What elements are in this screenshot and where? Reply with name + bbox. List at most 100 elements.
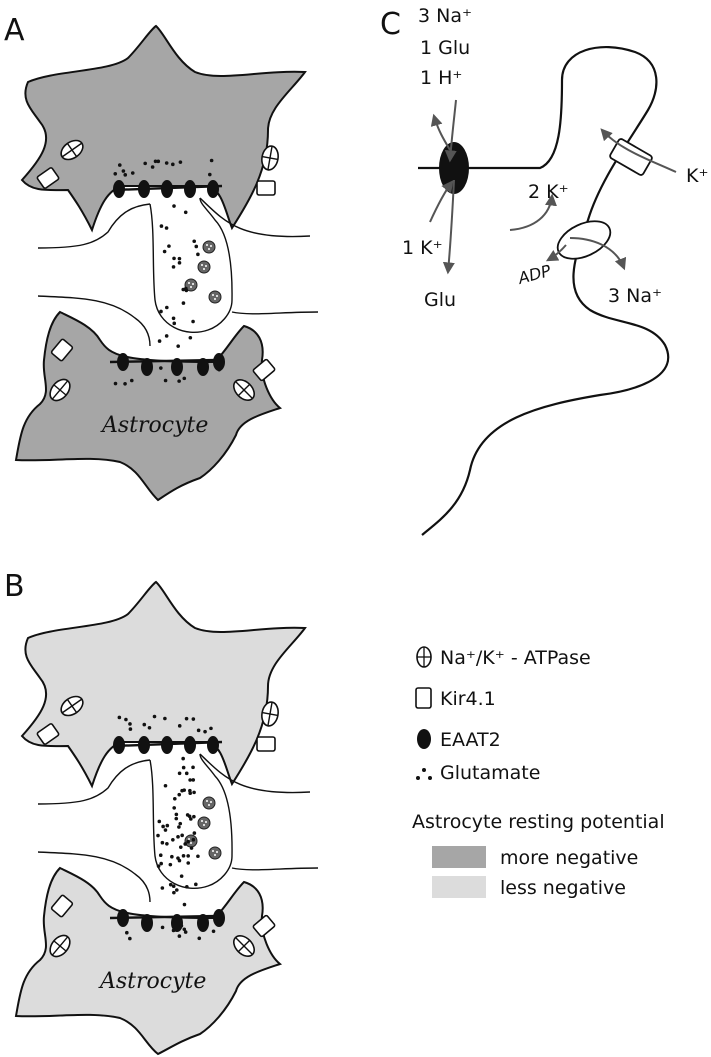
arrow-eaat-k <box>429 180 454 223</box>
glutamate-dot <box>194 244 199 249</box>
legend-item-more-negative: more negative <box>432 846 638 869</box>
legend-label-na-k-atpase: Na⁺/K⁺ - ATPase <box>440 647 591 669</box>
cleft-left-edge-a <box>149 197 233 334</box>
glutamate-dot <box>179 874 184 878</box>
glutamate-dot <box>163 716 167 721</box>
glutamate-dot <box>164 334 169 338</box>
glutamate-dot <box>192 814 196 819</box>
lower-astrocyte-a <box>14 310 283 502</box>
glutamate-dot <box>192 239 197 244</box>
eaat2-icon <box>207 180 219 198</box>
vesicle-icon <box>208 290 222 304</box>
neuron-outline-b-top <box>37 759 151 805</box>
glutamate-dot <box>184 716 189 721</box>
glutamate-dot <box>129 378 134 383</box>
glutamate-dot <box>182 902 187 907</box>
glutamate-dot <box>117 715 122 720</box>
glutamate-dot <box>209 158 214 163</box>
neuron-outline-a-right <box>199 197 311 238</box>
glutamate-dot <box>153 159 158 164</box>
glutamate-dot <box>128 936 132 941</box>
neuron-outline-b-bottom <box>37 851 151 903</box>
eaat-in-h: 1 H⁺ <box>420 67 462 89</box>
eaat2-icon <box>184 736 196 754</box>
eaat2-icon <box>138 736 150 754</box>
eaat-out-glu: Glu <box>424 289 456 311</box>
glutamate-dot <box>177 825 181 829</box>
glutamate-dot <box>159 366 163 370</box>
glutamate-dot <box>177 261 182 265</box>
glutamate-dot <box>125 930 129 935</box>
glutamate-dot <box>191 765 195 770</box>
kir-ion: K⁺ <box>686 165 709 187</box>
eaat2-icon <box>141 914 153 932</box>
eaat2-icon <box>113 180 125 198</box>
glutamate-dot <box>174 816 179 821</box>
glutamate-dot <box>164 226 169 230</box>
glutamate-dot <box>188 335 193 340</box>
glutamate-dot <box>147 725 152 730</box>
glutamate-dot <box>143 161 147 166</box>
eaat-out-k: 1 K⁺ <box>402 237 443 259</box>
glutamate-dot <box>142 722 147 727</box>
glutamate-dot <box>196 728 201 733</box>
glutamate-dot <box>168 862 173 867</box>
glutamate-dot <box>192 831 197 835</box>
glutamate-dot <box>158 853 163 858</box>
glutamate-dot <box>123 173 128 177</box>
vesicle-icon <box>208 846 222 860</box>
glutamate-dot <box>171 316 176 321</box>
eaat2-icon <box>417 729 431 749</box>
neuron-outline-a-top <box>37 203 151 249</box>
legend-potential-title: Astrocyte resting potential <box>412 811 665 833</box>
glutamate-dot <box>189 817 193 821</box>
glutamate-dot <box>186 861 191 865</box>
glutamate-dot <box>211 929 216 934</box>
glutamate-dot <box>189 846 194 850</box>
glutamate-dot <box>159 309 163 314</box>
vesicle-icon <box>202 240 216 254</box>
glutamate-dot <box>168 882 173 887</box>
neuron-outline-b-right2 <box>231 867 319 871</box>
glutamate-dot <box>160 925 165 930</box>
arrow-eaat-up <box>430 113 451 151</box>
glutamate-dot <box>176 835 180 839</box>
swatch-more-negative <box>432 846 486 868</box>
eaat2-icon <box>117 909 129 927</box>
upper-astrocyte-b <box>20 580 307 789</box>
glutamate-dot <box>163 828 168 832</box>
glutamate-dot <box>188 791 193 796</box>
glutamate-dot <box>123 381 127 386</box>
glutamate-dot <box>191 837 196 842</box>
glutamate-dot <box>172 256 176 261</box>
glutamate-dot <box>157 339 162 343</box>
vesicle-icon <box>202 796 216 810</box>
glutamate-dot <box>172 321 177 326</box>
glutamate-dot <box>180 833 184 838</box>
eaat2-icon <box>117 353 129 371</box>
eaat2-icon <box>161 180 173 198</box>
glutamate-dot <box>177 771 182 776</box>
glutamate-dot <box>164 161 169 165</box>
eaat2-icon <box>138 180 150 198</box>
glutamate-dot <box>217 367 221 372</box>
glutamate-dot <box>165 841 169 846</box>
glutamate-dot <box>191 319 195 324</box>
glutamate-dot <box>183 210 188 215</box>
glutamate-dot <box>191 778 196 782</box>
glutamate-dot <box>171 884 176 889</box>
arrow-pump-k <box>509 193 557 231</box>
legend-item-eaat2: EAAT2 <box>417 729 501 751</box>
membrane-curve-c <box>418 45 670 536</box>
glutamate-dot <box>188 778 192 782</box>
legend-item-glutamate: Glutamate <box>416 762 540 784</box>
glutamate-dot <box>181 301 186 305</box>
panel-letter-a: A <box>4 13 25 48</box>
glutamate-dot <box>176 856 180 860</box>
glutamate-dot <box>160 886 165 890</box>
glutamate-dot <box>182 927 187 932</box>
glutamate-dot <box>163 378 168 383</box>
panel-c: C 3 Na⁺ 1 Glu 1 H⁺ 1 K⁺ Glu K⁺ 2 K⁺ ADP … <box>380 5 709 536</box>
legend-item-kir41: Kir4.1 <box>415 687 496 710</box>
